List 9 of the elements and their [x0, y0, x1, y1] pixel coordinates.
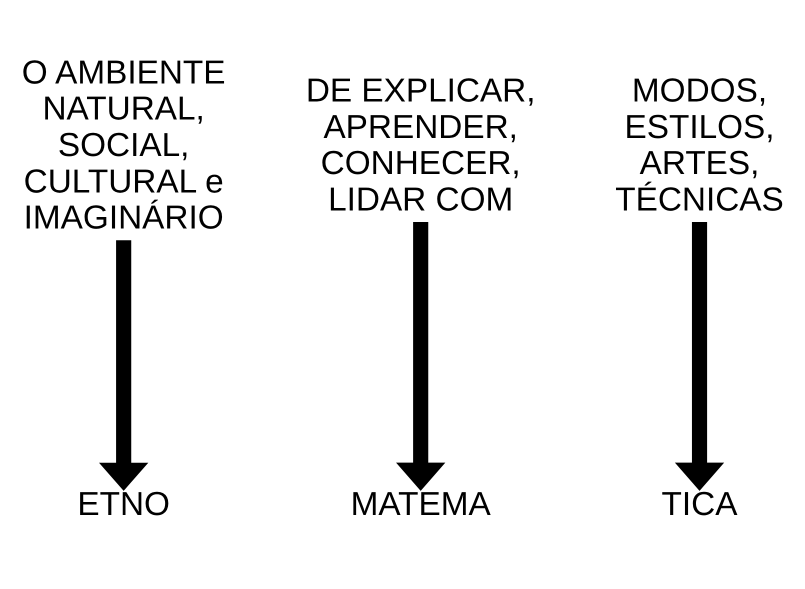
node-text: ETNO: [77, 486, 170, 524]
node-text: DE EXPLICAR, APRENDER, CONHECER, LIDAR COM: [306, 72, 536, 219]
node-text: TICA: [662, 486, 738, 524]
arrow: [396, 222, 446, 491]
arrow: [674, 222, 724, 491]
node-text: O AMBIENTE NATURAL, SOCIAL, CULTURAL e IMAGINÁRIO: [22, 54, 226, 237]
node-text: MATEMA: [350, 486, 491, 524]
node-text: MODOS, ESTILOS, ARTES, TÉCNICAS: [615, 72, 784, 219]
arrow: [99, 240, 148, 491]
